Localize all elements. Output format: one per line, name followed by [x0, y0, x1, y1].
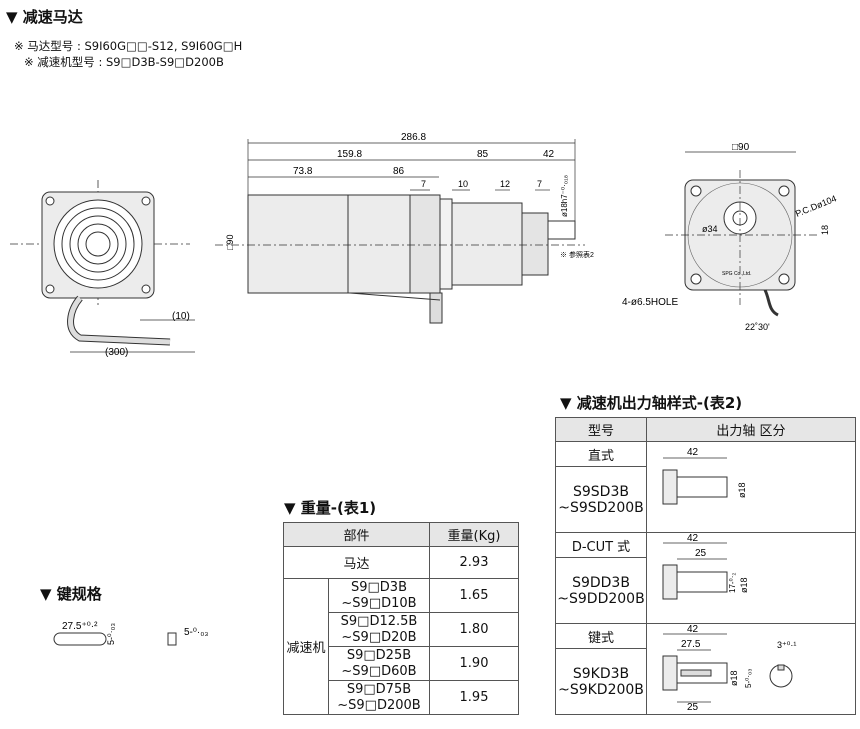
shaft-table-title: ▼ 减速机出力轴样式-(表2): [560, 394, 743, 412]
dim-7a: 7: [421, 179, 426, 189]
angle-label: 22˚30': [745, 322, 770, 332]
table-row: S9□D12.5B ~S9□D20B: [328, 612, 430, 647]
dim-10: 10: [458, 179, 468, 189]
key-width-2: 5-⁰·₀₃: [184, 627, 208, 638]
table-header: 出力轴 区分: [646, 417, 856, 442]
page-title: ▼ 减速马达: [6, 8, 83, 26]
dim-len: 42: [687, 533, 699, 544]
pcd-label: P.C.Dø104: [794, 193, 838, 219]
front-square-dim: □90: [732, 142, 750, 153]
lead-length-label: (10): [172, 311, 190, 322]
dim-159: 159.8: [337, 149, 362, 160]
table-row: S9□D3B ~S9□D10B: [328, 578, 430, 613]
weight-table-title: ▼ 重量-(表1): [284, 499, 377, 517]
shaft-dia: ø18h7⁻⁰·₀₁₈: [560, 175, 569, 217]
motor-weight: 2.93: [429, 546, 519, 579]
dim-cut: 25: [695, 548, 707, 559]
dim-dia: ø18: [737, 482, 747, 498]
shaft-model-dcut: S9DD3B ~S9DD200B: [555, 557, 647, 624]
side-view-drawing: 286.8 159.8 85 42 73.8 86 7 10 12 7 □90 …: [215, 132, 594, 324]
ref-table-note: ※ 参照表2: [560, 250, 594, 259]
straight-shaft-drawing: 42 ø18: [662, 447, 747, 505]
dim-85: 85: [477, 149, 489, 160]
dim-73: 73.8: [293, 166, 313, 177]
table-row-weight: 1.90: [429, 646, 519, 681]
dcut-shaft-drawing: 42 25 17-⁰·₂ ø18: [662, 533, 749, 600]
table-header: 部件: [283, 522, 430, 547]
dim-dia: ø18: [739, 577, 749, 593]
dim-keywidth: 5-⁰·₀₃: [744, 668, 753, 688]
table-row-weight: 1.95: [429, 680, 519, 715]
shaft-model-straight: S9SD3B ~S9SD200B: [555, 466, 647, 533]
front-view-drawing: □90 ø34 P.C.Dø104 18 SPG Co.,Ltd. 4-ø6.5…: [622, 142, 838, 332]
motor-label: 马达: [283, 546, 430, 579]
height-dim: □90: [225, 235, 235, 250]
shaft-type-straight: 直式: [555, 440, 647, 468]
shaft-model-key: S9KD3B ~S9KD200B: [555, 648, 647, 715]
dim-flat: 17-⁰·₂: [728, 572, 737, 593]
motor-model-note: ※ 马达型号 : S9I60G□□-S12, S9I60G□H: [14, 39, 243, 53]
dim-len: 42: [687, 624, 699, 635]
table-row: S9□D25B ~S9□D60B: [328, 646, 430, 681]
shaft-table: 型号 出力轴 区分 直式 42 ø18 S9SD3B ~S9SD200B D-C…: [555, 417, 856, 715]
dim-dia: ø18: [729, 670, 739, 686]
shaft-type-key: 键式: [555, 622, 647, 650]
dim-keylen: 25: [687, 702, 699, 710]
dim-keydepth: 3⁺⁰·¹: [777, 640, 796, 650]
overall-length: 286.8: [401, 132, 426, 143]
table-row-weight: 1.65: [429, 578, 519, 613]
table-header: 型号: [555, 417, 647, 442]
shaft-type-dcut: D-CUT 式: [555, 531, 647, 559]
hole-label: 4-ø6.5HOLE: [622, 297, 678, 308]
dim-7b: 7: [537, 179, 542, 189]
dim-42: 42: [543, 149, 555, 160]
key-length: 27.5⁺⁰·²: [62, 621, 98, 632]
key-width-1: 5-⁰·₀₃: [106, 623, 116, 645]
rear-view-drawing: (300) (10): [10, 180, 195, 358]
dim-len: 42: [687, 447, 699, 458]
table-row-weight: 1.80: [429, 612, 519, 647]
gearhead-label: 减速机: [283, 578, 329, 715]
table-header: 重量(Kg): [429, 522, 519, 547]
dim-key: 27.5: [681, 639, 701, 650]
key-spec-drawing: 27.5⁺⁰·² 5-⁰·₀₃ 5-⁰·₀₃: [53, 621, 208, 646]
key-shaft-drawing: 42 27.5 25 ø18 5-⁰·₀₃ 3⁺⁰·¹: [662, 624, 796, 713]
offset-dim: 18: [820, 225, 830, 235]
dim-86: 86: [393, 166, 405, 177]
dim-12: 12: [500, 179, 510, 189]
cable-length-label: (300): [105, 347, 128, 358]
brand-mark: SPG Co.,Ltd.: [722, 271, 751, 277]
key-spec-title: ▼ 键规格: [40, 585, 102, 603]
table-row: S9□D75B ~S9□D200B: [328, 680, 430, 715]
pilot-dia: ø34: [702, 224, 718, 234]
gearhead-model-note: ※ 减速机型号 : S9□D3B-S9□D200B: [24, 55, 224, 69]
weight-table: 部件 重量(Kg) 马达 2.93 减速机 S9□D3B ~S9□D10B 1.…: [283, 522, 519, 715]
